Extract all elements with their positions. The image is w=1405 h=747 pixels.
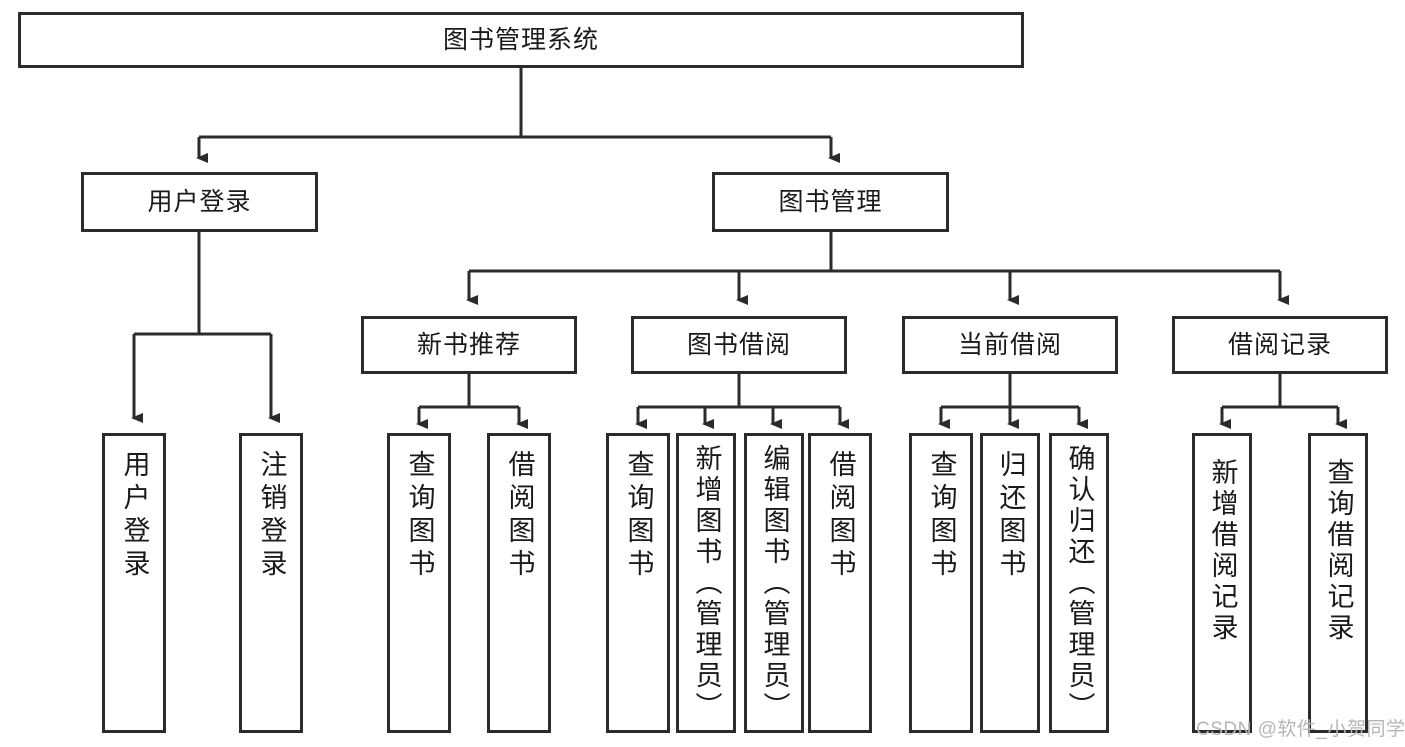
node-label: 借阅图书 <box>504 450 535 582</box>
node-label: 图书借阅 <box>686 330 791 359</box>
node-book-manage[interactable]: 图书管理 <box>712 172 949 232</box>
node-label: 确认归还（管理员） <box>1064 444 1095 723</box>
leaf-nb-query-book[interactable]: 查询图书 <box>387 433 451 733</box>
node-label: 当前借阅 <box>957 330 1062 359</box>
leaf-cb-query-book[interactable]: 查询图书 <box>909 433 973 733</box>
node-label: 编辑图书（管理员） <box>759 444 790 723</box>
node-label: 用户登录 <box>147 187 252 216</box>
csdn-watermark: CSDN @软件_小贺同学 <box>1196 719 1405 740</box>
node-label: 借阅图书 <box>825 450 856 582</box>
leaf-cb-return-book[interactable]: 归还图书 <box>980 433 1040 733</box>
node-label: 新书推荐 <box>416 330 521 359</box>
node-label: 归还图书 <box>995 450 1026 582</box>
node-label: 用户登录 <box>119 450 150 582</box>
leaf-bb-query-book[interactable]: 查询图书 <box>606 433 670 733</box>
node-label: 借阅记录 <box>1227 330 1332 359</box>
leaf-user-login[interactable]: 用户登录 <box>102 433 166 733</box>
node-label: 新增图书（管理员） <box>691 444 722 723</box>
node-label: 新增借阅记录 <box>1207 458 1238 644</box>
node-root-system[interactable]: 图书管理系统 <box>18 12 1024 68</box>
node-label: 图书管理 <box>778 187 883 216</box>
leaf-bb-add-book-admin[interactable]: 新增图书（管理员） <box>676 433 736 733</box>
node-current-borrow[interactable]: 当前借阅 <box>902 316 1118 374</box>
node-label: 查询借阅记录 <box>1323 458 1354 644</box>
node-label: 查询图书 <box>404 450 435 582</box>
leaf-cb-confirm-return-admin[interactable]: 确认归还（管理员） <box>1049 433 1109 733</box>
leaf-br-query-record[interactable]: 查询借阅记录 <box>1308 433 1368 733</box>
node-label: 查询图书 <box>926 450 957 582</box>
leaf-nb-borrow-book[interactable]: 借阅图书 <box>487 433 551 733</box>
node-label: 查询图书 <box>623 450 654 582</box>
node-user-login[interactable]: 用户登录 <box>81 172 318 232</box>
leaf-logout[interactable]: 注销登录 <box>239 433 303 733</box>
node-label: 图书管理系统 <box>442 25 599 54</box>
leaf-bb-edit-book-admin[interactable]: 编辑图书（管理员） <box>744 433 804 733</box>
leaf-br-add-record[interactable]: 新增借阅记录 <box>1192 433 1252 733</box>
leaf-bb-borrow-book[interactable]: 借阅图书 <box>808 433 872 733</box>
node-book-borrow[interactable]: 图书借阅 <box>631 316 847 374</box>
node-new-book-recommend[interactable]: 新书推荐 <box>361 316 577 374</box>
node-label: 注销登录 <box>256 450 287 582</box>
node-borrow-record[interactable]: 借阅记录 <box>1172 316 1388 374</box>
